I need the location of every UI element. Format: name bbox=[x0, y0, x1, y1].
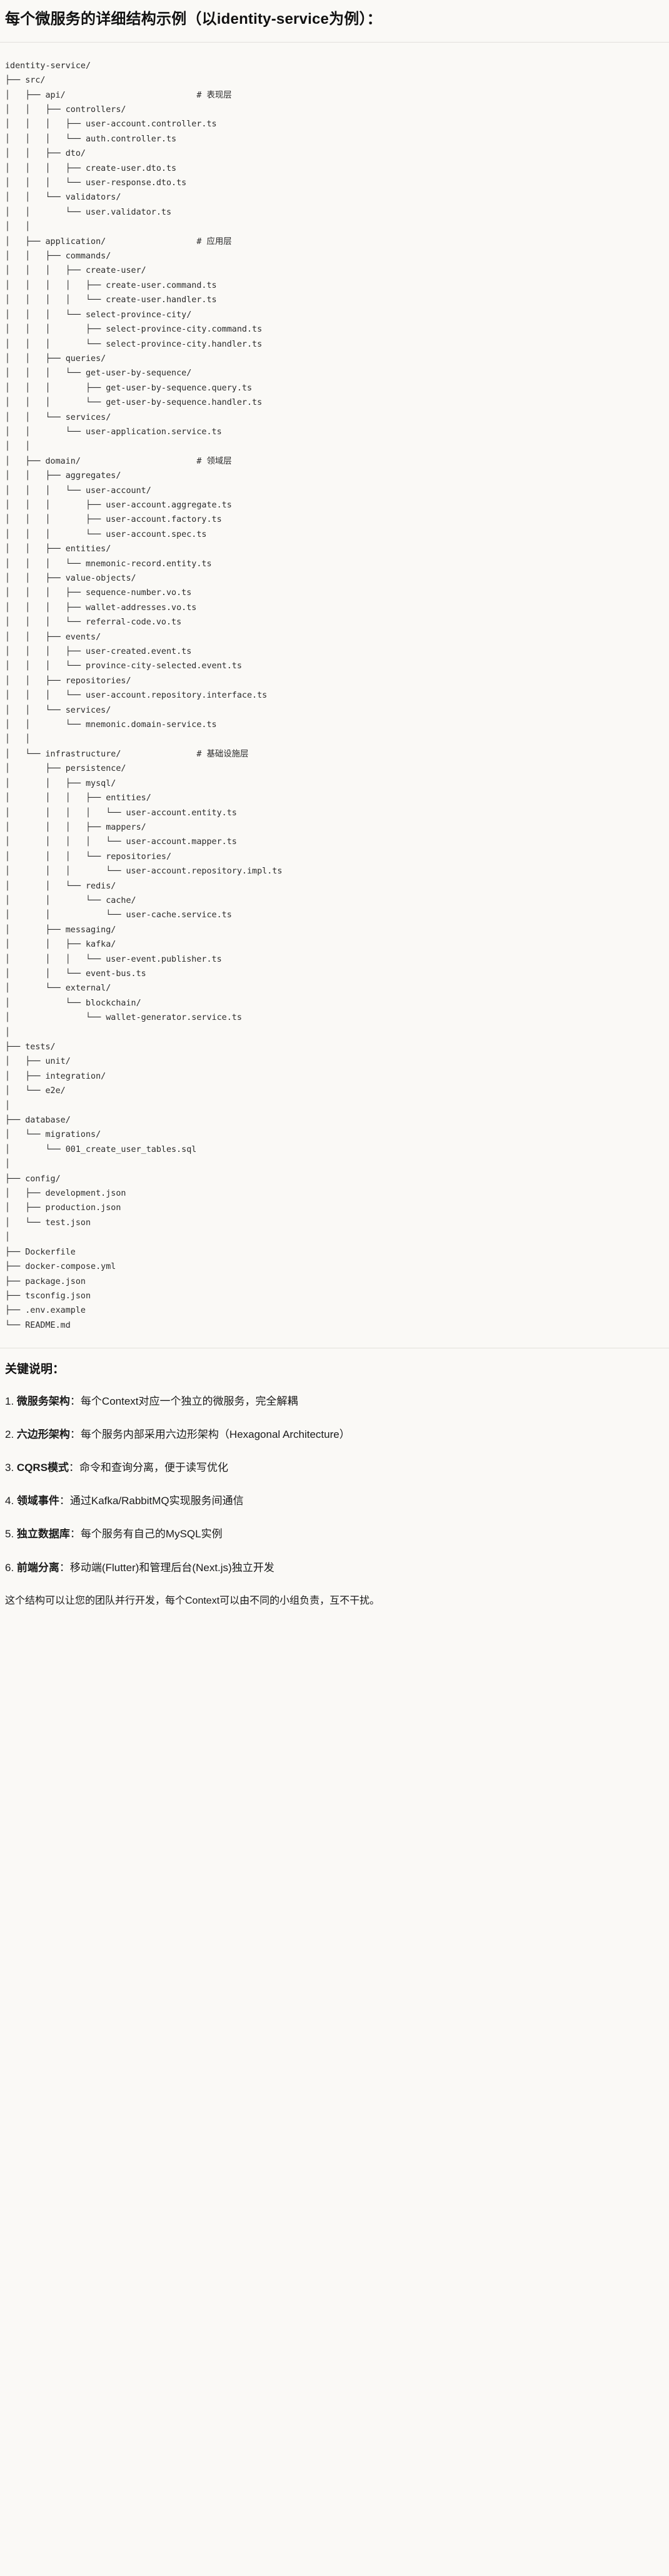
key-point-name: CQRS模式 bbox=[16, 1462, 69, 1474]
key-point-sep: ： bbox=[69, 1462, 80, 1474]
list-item: 前端分离：移动端(Flutter)和管理后台(Next.js)独立开发 bbox=[5, 1559, 664, 1576]
page-title: 每个微服务的详细结构示例（以identity-service为例）： bbox=[5, 11, 382, 28]
key-points-footer: 这个结构可以让您的团队并行开发，每个Context可以由不同的小组负责，互不干扰… bbox=[5, 1595, 380, 1606]
directory-tree: identity-service/ ├── src/ │ ├── api/ # … bbox=[5, 61, 283, 1330]
key-point-desc: 每个服务内部采用六边形架构（Hexagonal Architecture） bbox=[80, 1428, 350, 1440]
key-points-list: 微服务架构：每个Context对应一个独立的微服务，完全解耦 六边形架构：每个服… bbox=[5, 1393, 664, 1576]
key-point-name: 微服务架构 bbox=[16, 1395, 70, 1407]
key-point-desc: 每个服务有自己的MySQL实例 bbox=[80, 1528, 223, 1540]
key-point-sep: ： bbox=[69, 1528, 81, 1540]
list-item: 六边形架构：每个服务内部采用六边形架构（Hexagonal Architectu… bbox=[5, 1426, 664, 1443]
directory-tree-block: identity-service/ ├── src/ │ ├── api/ # … bbox=[0, 43, 669, 1348]
key-point-desc: 每个Context对应一个独立的微服务，完全解耦 bbox=[80, 1395, 298, 1407]
key-points-title: 关键说明： bbox=[5, 1363, 65, 1377]
list-item: 独立数据库：每个服务有自己的MySQL实例 bbox=[5, 1525, 664, 1542]
key-point-name: 六边形架构 bbox=[16, 1428, 70, 1440]
key-point-desc: 移动端(Flutter)和管理后台(Next.js)独立开发 bbox=[69, 1561, 274, 1574]
key-point-sep: ： bbox=[69, 1428, 81, 1440]
key-point-name: 独立数据库 bbox=[16, 1528, 70, 1540]
key-point-sep: ： bbox=[59, 1561, 70, 1574]
key-points-section: 关键说明： 微服务架构：每个Context对应一个独立的微服务，完全解耦 六边形… bbox=[0, 1348, 669, 1626]
list-item: CQRS模式：命令和查询分离，便于读写优化 bbox=[5, 1459, 664, 1476]
key-point-desc: 通过Kafka/RabbitMQ实现服务间通信 bbox=[69, 1495, 244, 1507]
key-point-name: 前端分离 bbox=[16, 1561, 59, 1574]
title-divider bbox=[0, 41, 669, 43]
key-point-sep: ： bbox=[69, 1395, 81, 1407]
list-item: 微服务架构：每个Context对应一个独立的微服务，完全解耦 bbox=[5, 1393, 664, 1410]
key-point-sep: ： bbox=[59, 1495, 70, 1507]
document-page: 每个微服务的详细结构示例（以identity-service为例）： ident… bbox=[0, 0, 669, 1626]
key-point-desc: 命令和查询分离，便于读写优化 bbox=[79, 1462, 229, 1474]
list-item: 领域事件：通过Kafka/RabbitMQ实现服务间通信 bbox=[5, 1492, 664, 1509]
key-point-name: 领域事件 bbox=[16, 1495, 59, 1507]
